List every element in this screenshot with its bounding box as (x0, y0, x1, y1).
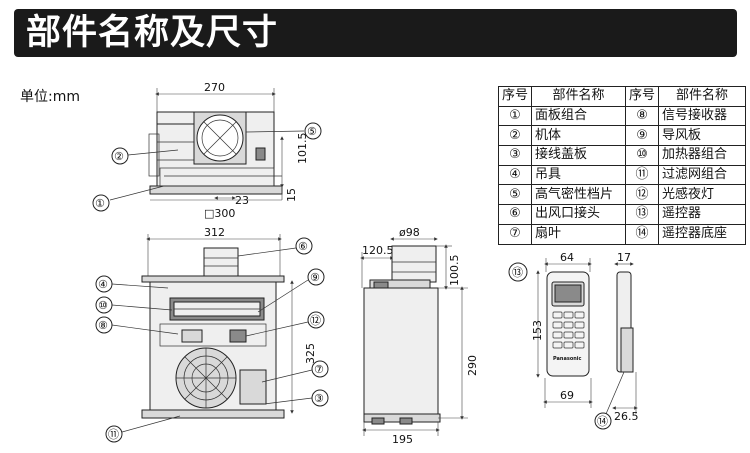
callout-8: ⑧ (98, 319, 108, 332)
dim-front-height: 325 (304, 343, 317, 364)
callout-11: ⑪ (108, 428, 119, 441)
dim-side-top: 100.5 (448, 255, 461, 287)
callout-1: ① (95, 197, 105, 210)
table-cell: 过滤网组合 (658, 164, 747, 186)
dim-front-width: 312 (204, 226, 225, 239)
dim-top-flange: 15 (285, 188, 298, 202)
dim-top-height: 101.5 (296, 133, 309, 165)
table-cell: 吊具 (531, 164, 627, 186)
callout-2: ② (114, 150, 124, 163)
callout-4: ④ (98, 278, 108, 291)
table-cell: ⑦ (497, 223, 533, 245)
table-header-cell: 序号 (625, 86, 660, 107)
table-cell: 接线盖板 (531, 145, 627, 166)
callout-12: ⑫ (310, 314, 321, 327)
table-cell: ⑭ (625, 223, 660, 245)
table-row: ⑤ 高气密性档片 ⑫ 光感夜灯 (497, 184, 747, 206)
callout-7: ⑦ (314, 363, 324, 376)
parts-table-body: 序号 部件名称 序号 部件名称 ① 面板组合 ⑧ 信号接收器 ② 机体 ⑨ 导风… (497, 86, 747, 245)
dim-side-offset: 120.5 (362, 244, 394, 257)
table-row: ④ 吊具 ⑪ 过滤网组合 (497, 164, 747, 186)
table-row: ⑦ 扇叶 ⑭ 遥控器底座 (497, 223, 747, 245)
callout-9: ⑨ (310, 271, 320, 284)
table-header-cell: 部件名称 (658, 86, 747, 107)
dim-remote-base-depth: 26.5 (614, 410, 639, 423)
table-cell: ⑬ (625, 204, 660, 225)
front-view: 312 325 ⑥ ④ ⑩ (95, 226, 329, 443)
callout-14: ⑭ (597, 415, 608, 428)
table-cell: 高气密性档片 (531, 184, 627, 206)
callout-5: ⑤ (307, 125, 317, 138)
table-cell: 加热器组合 (658, 145, 747, 166)
dim-remote-depth: 17 (617, 251, 631, 264)
callout-13: ⑬ (512, 266, 523, 279)
side-view: ø98 120.5 100.5 290 195 (360, 226, 479, 446)
dim-side-height: 290 (466, 355, 479, 376)
callout-10: ⑩ (98, 299, 108, 312)
table-cell: 扇叶 (531, 223, 627, 245)
dim-remote-width: 64 (560, 251, 574, 264)
dim-remote-height: 153 (531, 320, 544, 341)
top-view: 270 101.5 15 23 □300 ② ① (92, 81, 322, 220)
parts-table-header-row: 序号 部件名称 序号 部件名称 (497, 86, 747, 107)
dim-panel-size: □300 (204, 207, 235, 220)
parts-table: 序号 部件名称 序号 部件名称 ① 面板组合 ⑧ 信号接收器 ② 机体 ⑨ 导风… (497, 86, 747, 245)
table-cell: 光感夜灯 (658, 184, 747, 206)
table-cell: 信号接收器 (658, 105, 747, 127)
table-cell: 出风口接头 (531, 204, 627, 225)
remote-view: ⑬ 64 17 Panasonic 153 69 26. (508, 251, 639, 430)
page-title: 部件名称及尺寸 (26, 13, 279, 53)
table-cell: ⑤ (497, 184, 533, 206)
unit-label: 单位:mm (20, 89, 80, 105)
dim-remote-base-width: 69 (560, 389, 574, 402)
callout-6: ⑥ (298, 240, 308, 253)
table-cell: ⑧ (625, 105, 660, 127)
dim-top-offset: 23 (235, 194, 249, 207)
table-row: ③ 接线盖板 ⑩ 加热器组合 (497, 145, 747, 166)
table-row: ② 机体 ⑨ 导风板 (497, 125, 747, 147)
dim-top-width: 270 (204, 81, 225, 94)
title-banner: 部件名称及尺寸 (14, 9, 737, 57)
remote-brand-label: Panasonic (553, 356, 582, 362)
table-cell: 遥控器底座 (658, 223, 747, 245)
dim-duct-diameter: ø98 (399, 226, 420, 239)
dim-side-depth: 195 (392, 433, 413, 446)
table-cell: 导风板 (658, 125, 747, 147)
callout-3: ③ (314, 392, 324, 405)
